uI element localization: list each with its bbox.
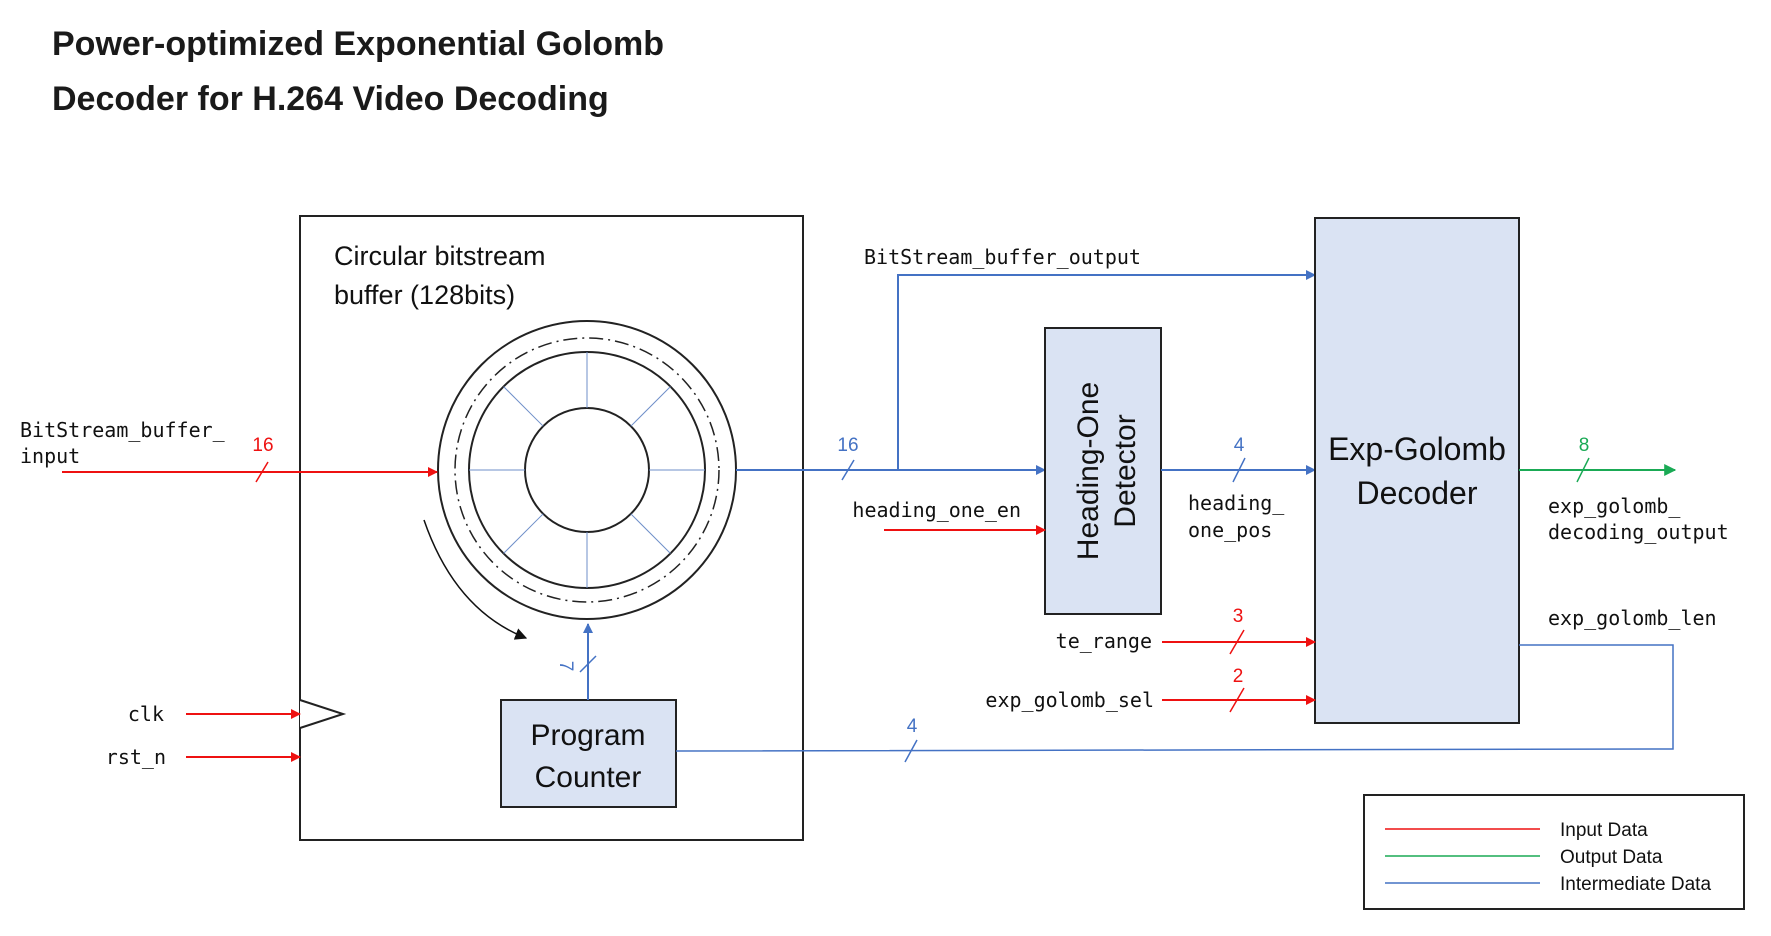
title-line-2: Decoder for H.264 Video Decoding — [52, 80, 609, 118]
decoding-output-label-2: decoding_output — [1548, 520, 1729, 544]
program-counter-label-2: Counter — [535, 761, 642, 794]
heading-one-label-1: Heading-One — [1072, 382, 1105, 560]
heading-one-detector-block — [1044, 327, 1162, 615]
exp-golomb-len-feedback-line — [675, 644, 1674, 752]
heading-one-pos-label-2: one_pos — [1188, 518, 1272, 542]
clk-label: clk — [128, 702, 164, 726]
pc-bus-slash — [579, 655, 597, 673]
legend: Input Data Output Data Intermediate Data — [1363, 794, 1745, 910]
decoding-output-label-1: exp_golomb_ — [1548, 494, 1681, 518]
heading-one-en-label: heading_one_en — [852, 498, 1021, 522]
title-line-1: Power-optimized Exponential Golomb — [52, 25, 664, 63]
te-range-label: te_range — [1056, 629, 1152, 653]
legend-box — [1363, 794, 1745, 910]
legend-output-label: Output Data — [1560, 847, 1663, 868]
len-bus-width: 4 — [907, 716, 918, 737]
program-counter-label-1: Program — [530, 719, 645, 752]
exp-golomb-decoder-block — [1314, 217, 1520, 724]
exp-golomb-sel-label: exp_golomb_sel — [985, 688, 1154, 712]
exp-golomb-len-label: exp_golomb_len — [1548, 606, 1717, 630]
bitstream-output-label: BitStream_buffer_output — [864, 245, 1141, 269]
heading-one-label-2: Detector — [1109, 414, 1142, 527]
bitstream-input-label-1: BitStream_buffer_ — [20, 418, 226, 442]
output-bus-width: 8 — [1579, 435, 1590, 456]
legend-input-label: Input Data — [1560, 820, 1648, 841]
buffer-title-line-2: buffer (128bits) — [334, 280, 515, 310]
pos-bus-slash — [1232, 457, 1246, 483]
buffer-out-bus-width: 16 — [837, 435, 858, 456]
buffer-to-decoder-arrow — [897, 270, 1316, 470]
te-range-bus-width: 3 — [1233, 606, 1244, 627]
exp-golomb-label-1: Exp-Golomb — [1328, 431, 1506, 467]
ring-buffer-icon — [437, 320, 737, 620]
sel-bus-slash — [1229, 687, 1245, 713]
te-range-bus-slash — [1229, 629, 1245, 655]
pos-bus-width: 4 — [1234, 435, 1245, 456]
input-bus-width: 16 — [252, 435, 273, 456]
sel-bus-width: 2 — [1233, 666, 1244, 687]
clock-triangle-icon — [299, 699, 347, 729]
len-bus-slash — [904, 739, 918, 763]
bitstream-input-label-2: input — [20, 444, 80, 468]
legend-intermediate-label: Intermediate Data — [1560, 874, 1711, 895]
buffer-out-bus-slash — [841, 459, 855, 481]
rotation-arrow-icon — [423, 519, 528, 640]
exp-golomb-label-2: Decoder — [1357, 475, 1478, 511]
heading-one-pos-label-1: heading_ — [1188, 491, 1285, 515]
input-bus-slash — [255, 461, 269, 483]
rst-n-label: rst_n — [106, 745, 166, 769]
buffer-title-line-1: Circular bitstream — [334, 241, 546, 271]
program-counter-block — [500, 699, 677, 808]
output-bus-slash — [1576, 457, 1590, 483]
pc-bus-width: 7 — [555, 661, 576, 672]
